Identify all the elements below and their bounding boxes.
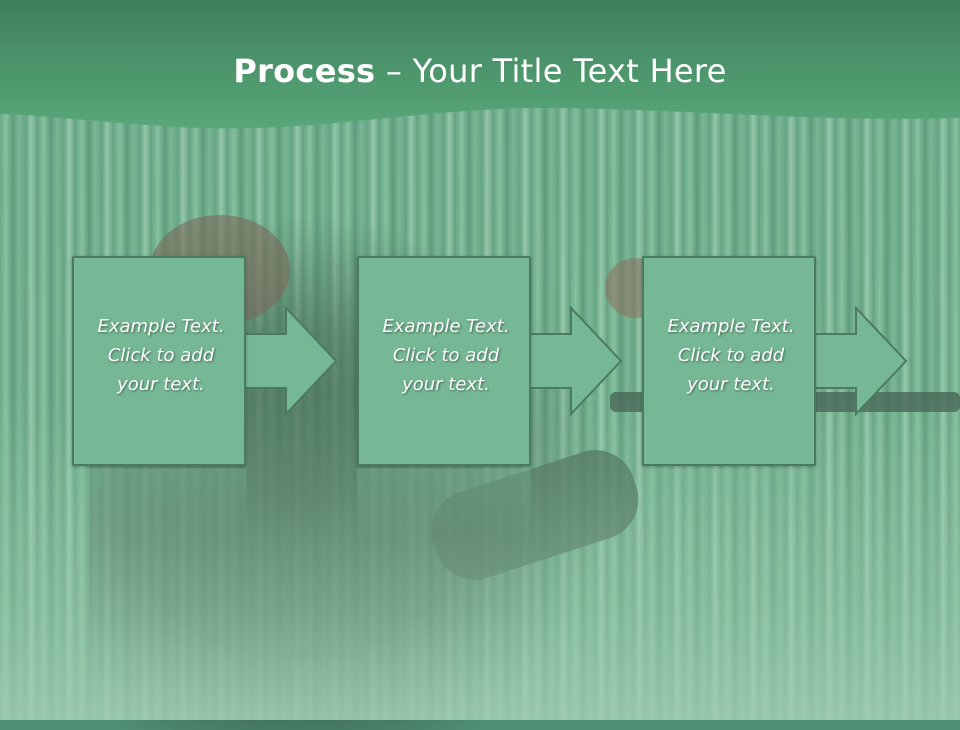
header-band [0, 0, 960, 140]
step-2-box[interactable]: Example Text. Click to add your text. [357, 256, 531, 466]
slide-title[interactable]: Process – Your Title Text Here [0, 52, 960, 90]
right-arrow-icon[interactable] [525, 306, 625, 416]
step-1-line-2: Click to add [107, 345, 215, 366]
step-3-line-1: Example Text. [667, 316, 795, 337]
right-arrow-icon[interactable] [240, 306, 340, 416]
title-bold: Process [233, 52, 376, 90]
title-rest: – Your Title Text Here [375, 52, 727, 90]
step-1-line-3: your text. [117, 374, 205, 395]
step-2-text: Example Text. Click to add your text. [359, 312, 533, 399]
step-3-text: Example Text. Click to add your text. [644, 312, 818, 399]
step-1-box[interactable]: Example Text. Click to add your text. [72, 256, 246, 466]
header-wave [0, 0, 960, 129]
step-1-line-1: Example Text. [97, 316, 225, 337]
right-arrow-icon[interactable] [810, 306, 910, 416]
step-2-line-1: Example Text. [382, 316, 510, 337]
step-3-line-3: your text. [687, 374, 775, 395]
step-1-reflection [72, 468, 246, 538]
step-2-reflection [357, 468, 531, 538]
step-2-line-3: your text. [402, 374, 490, 395]
step-1-text: Example Text. Click to add your text. [74, 312, 248, 399]
step-3-reflection [642, 468, 816, 538]
step-3-line-2: Click to add [677, 345, 785, 366]
step-2-line-2: Click to add [392, 345, 500, 366]
step-3-box[interactable]: Example Text. Click to add your text. [642, 256, 816, 466]
